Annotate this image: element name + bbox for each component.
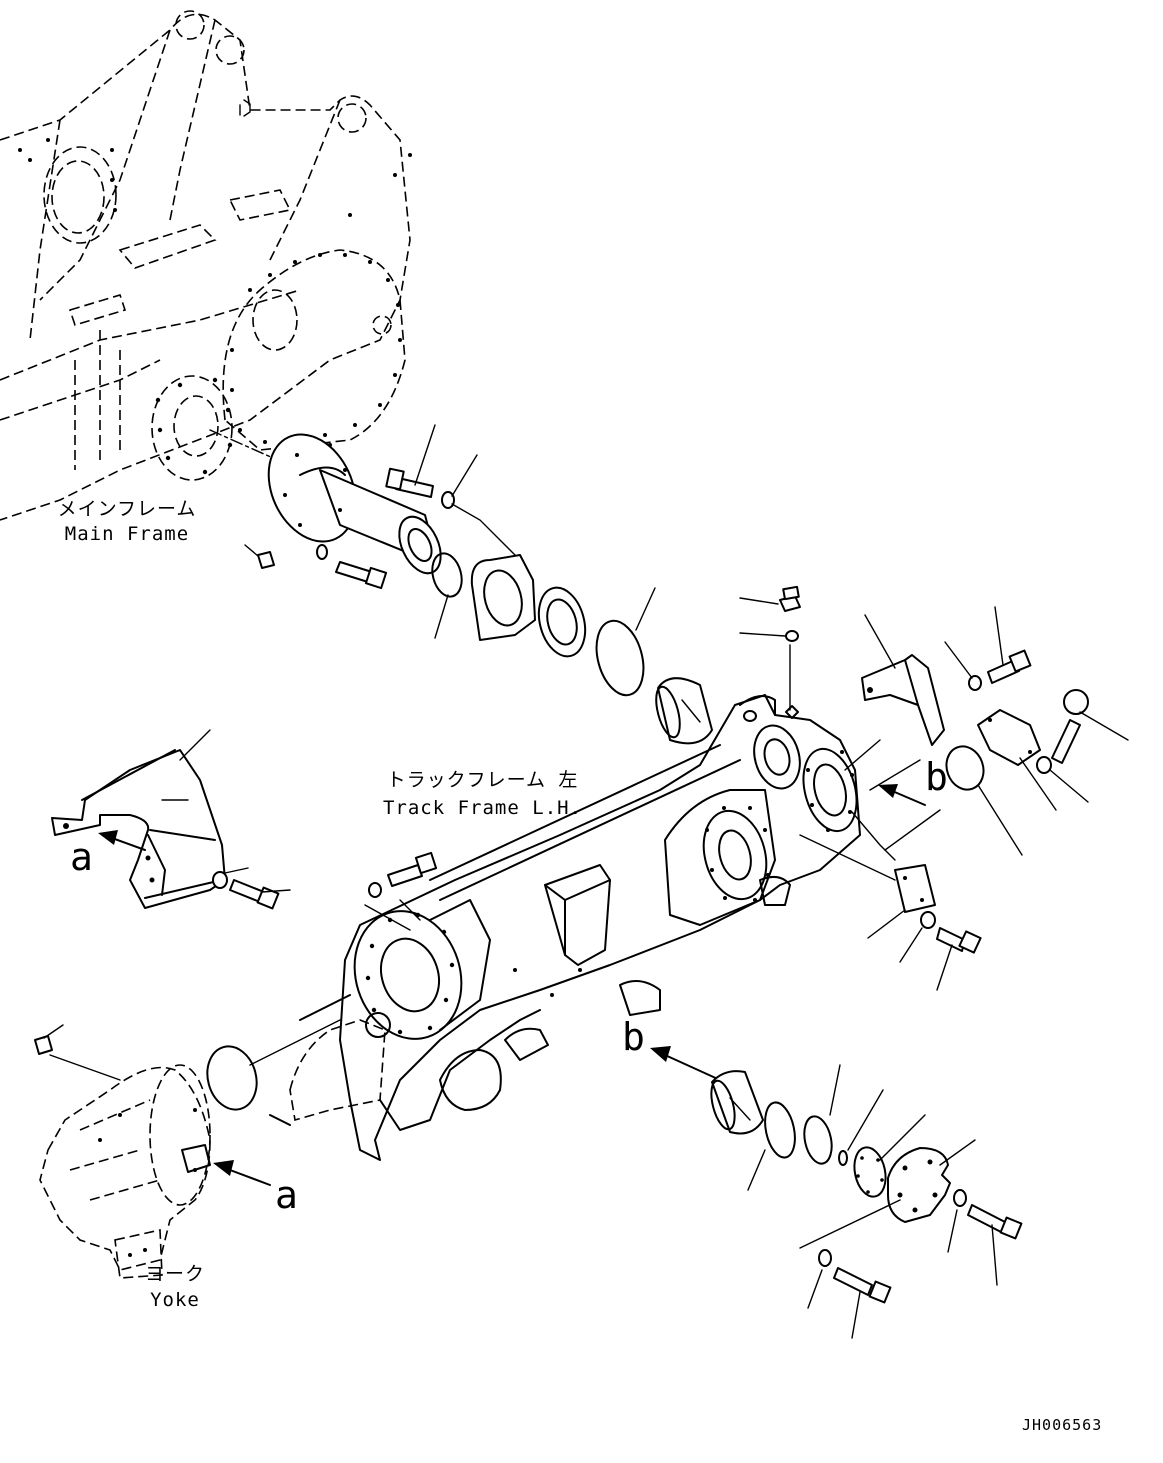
seal-stack <box>431 552 713 745</box>
side-plate <box>878 689 1129 856</box>
yoke <box>34 1019 341 1279</box>
yoke-label-en: Yoke <box>150 1289 200 1311</box>
yoke-label-jp: ヨーク <box>144 1263 205 1285</box>
main-frame <box>0 10 412 521</box>
main-frame-label-en: Main Frame <box>64 523 190 545</box>
track-frame-label-en: Track Frame L.H. <box>382 797 583 819</box>
callout-b-lower: b <box>622 1015 645 1059</box>
callout-a-cover: a <box>70 835 93 879</box>
lower-cap-stack <box>650 1046 1023 1339</box>
inspection-plate <box>867 864 982 991</box>
grease-plug <box>739 585 801 711</box>
left-cover <box>51 729 291 910</box>
track-frame-label-jp: トラックフレーム 左 <box>386 769 579 791</box>
main-frame-label-jp: メインフレーム <box>57 498 197 520</box>
pivot-shaft <box>209 429 442 590</box>
rear-cover <box>861 606 1032 746</box>
track-frame <box>269 694 941 1161</box>
drawing-code: JH006563 <box>1022 1416 1103 1434</box>
callout-b-upper: b <box>925 755 948 799</box>
shaft-bolt <box>385 424 521 561</box>
callout-a-yoke: a <box>275 1173 298 1217</box>
